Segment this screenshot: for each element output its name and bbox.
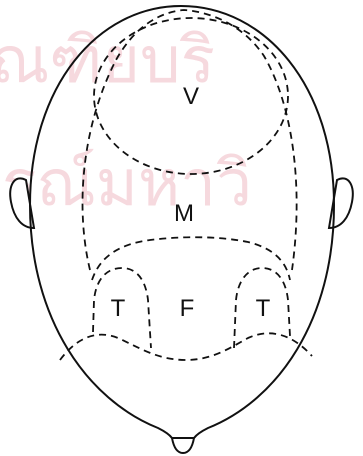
label-temporal-right: T <box>256 295 271 322</box>
label-vertex: V <box>183 83 199 110</box>
frontal-zone <box>92 237 290 280</box>
label-frontal: F <box>180 295 195 322</box>
frontal-hairline <box>60 333 312 360</box>
nose-tip <box>172 438 194 453</box>
label-temporal-left: T <box>111 295 126 322</box>
watermark-line-2: รณ์มหาวิ <box>2 147 252 221</box>
label-mid: M <box>174 200 194 227</box>
